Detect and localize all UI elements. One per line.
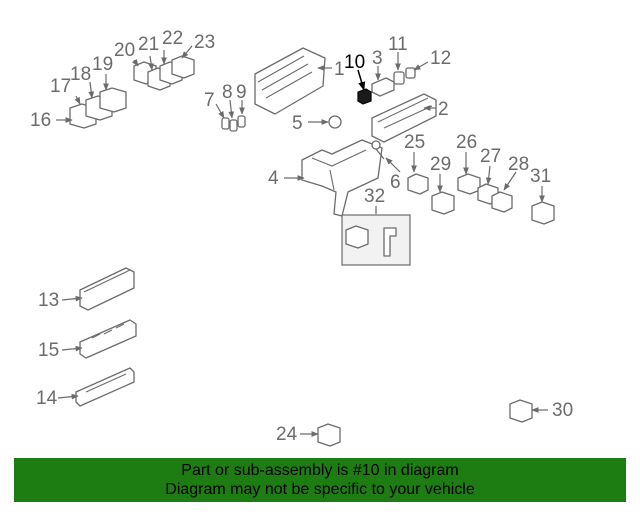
callout-17: 17 xyxy=(50,76,71,97)
callout-12: 12 xyxy=(430,48,451,69)
callout-22: 22 xyxy=(162,28,183,49)
callout-1: 1 xyxy=(334,59,345,80)
callout-numbers: 1 2 3 4 5 6 7 8 9 10 11 12 13 14 15 16 1… xyxy=(30,28,573,445)
callout-30: 30 xyxy=(552,400,573,421)
callout-9: 9 xyxy=(236,82,247,103)
callout-20: 20 xyxy=(114,40,135,61)
relay-group-16-19 xyxy=(69,87,127,129)
highlighted-part-10 xyxy=(357,88,372,105)
relay-24 xyxy=(317,423,341,447)
callout-29: 29 xyxy=(430,154,451,175)
leader-lines xyxy=(56,45,548,437)
fuse-box-cover xyxy=(254,47,326,115)
callout-31: 31 xyxy=(530,166,551,187)
callout-16: 16 xyxy=(30,110,51,131)
callout-7: 7 xyxy=(204,90,215,111)
callout-14: 14 xyxy=(36,388,58,409)
fuse-group-7-9 xyxy=(221,115,246,132)
callout-6: 6 xyxy=(390,172,401,193)
relay-group-25-31 xyxy=(407,173,555,225)
callout-27: 27 xyxy=(480,146,501,167)
bracket xyxy=(301,139,383,217)
callout-11: 11 xyxy=(388,34,408,55)
grommet xyxy=(328,115,342,129)
callout-8: 8 xyxy=(222,82,233,103)
callout-23: 23 xyxy=(194,32,215,53)
callout-32: 32 xyxy=(364,186,385,207)
callout-19: 19 xyxy=(92,54,113,75)
callout-21: 21 xyxy=(138,34,159,55)
info-banner: Part or sub-assembly is #10 in diagram D… xyxy=(14,458,626,502)
callout-24: 24 xyxy=(276,424,298,445)
inset-32 xyxy=(341,214,411,266)
fuse-block xyxy=(371,93,437,143)
relay-30 xyxy=(509,399,533,423)
callout-26: 26 xyxy=(456,132,477,153)
callout-3: 3 xyxy=(372,48,383,69)
callout-2: 2 xyxy=(438,99,449,120)
fuse-block-15 xyxy=(79,319,137,359)
small-parts-3-11-12 xyxy=(371,67,416,97)
banner-line-1: Part or sub-assembly is #10 in diagram xyxy=(181,462,459,479)
parts-diagram: 1 2 3 4 5 6 7 8 9 10 11 12 13 14 15 16 1… xyxy=(30,28,573,447)
callout-15: 15 xyxy=(38,340,59,361)
fuse-block-13 xyxy=(79,267,135,311)
callout-28: 28 xyxy=(508,154,529,175)
callout-25: 25 xyxy=(404,132,425,153)
callout-5: 5 xyxy=(292,113,303,134)
callout-13: 13 xyxy=(38,290,59,311)
callout-10-highlighted: 10 xyxy=(344,52,365,73)
relay-group-20-23 xyxy=(133,55,195,91)
fuse-block-14 xyxy=(75,367,135,407)
banner-line-2: Diagram may not be specific to your vehi… xyxy=(165,481,475,498)
callout-18: 18 xyxy=(70,64,91,85)
callout-4: 4 xyxy=(268,168,279,189)
part-6-connector xyxy=(371,140,385,160)
